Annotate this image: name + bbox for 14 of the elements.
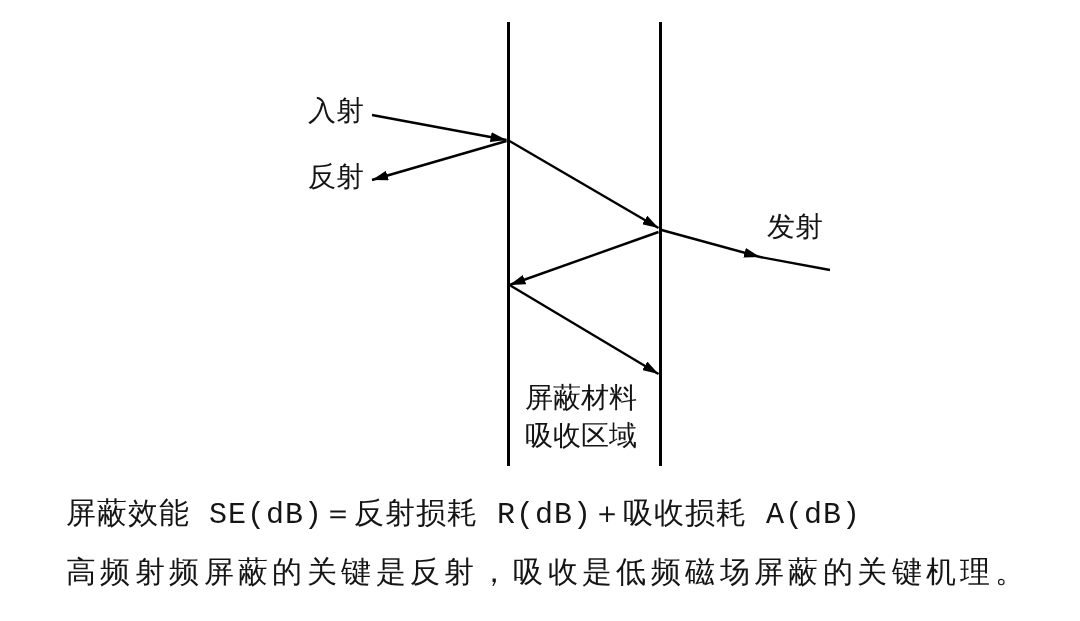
arrow — [371, 113, 507, 142]
formula-text: 屏蔽效能 SE(dB)＝反射损耗 R(dB)＋吸收损耗 A(dB) — [66, 498, 862, 532]
region-label: 屏蔽材料吸收区域 — [525, 380, 638, 454]
ray-label: 入射 — [308, 95, 364, 127]
ray-label: 反射 — [308, 161, 364, 193]
arrow — [661, 228, 761, 259]
arrow — [509, 230, 659, 287]
note-text: 高频射频屏蔽的关键是反射，吸收是低频磁场屏蔽的关键机理。 — [66, 555, 1030, 589]
shield-wall — [506, 22, 510, 466]
shield-wall — [658, 22, 662, 466]
arrow — [371, 139, 507, 182]
arrow — [508, 283, 660, 376]
arrow — [508, 139, 660, 230]
edge-label: 发射 — [767, 211, 823, 243]
